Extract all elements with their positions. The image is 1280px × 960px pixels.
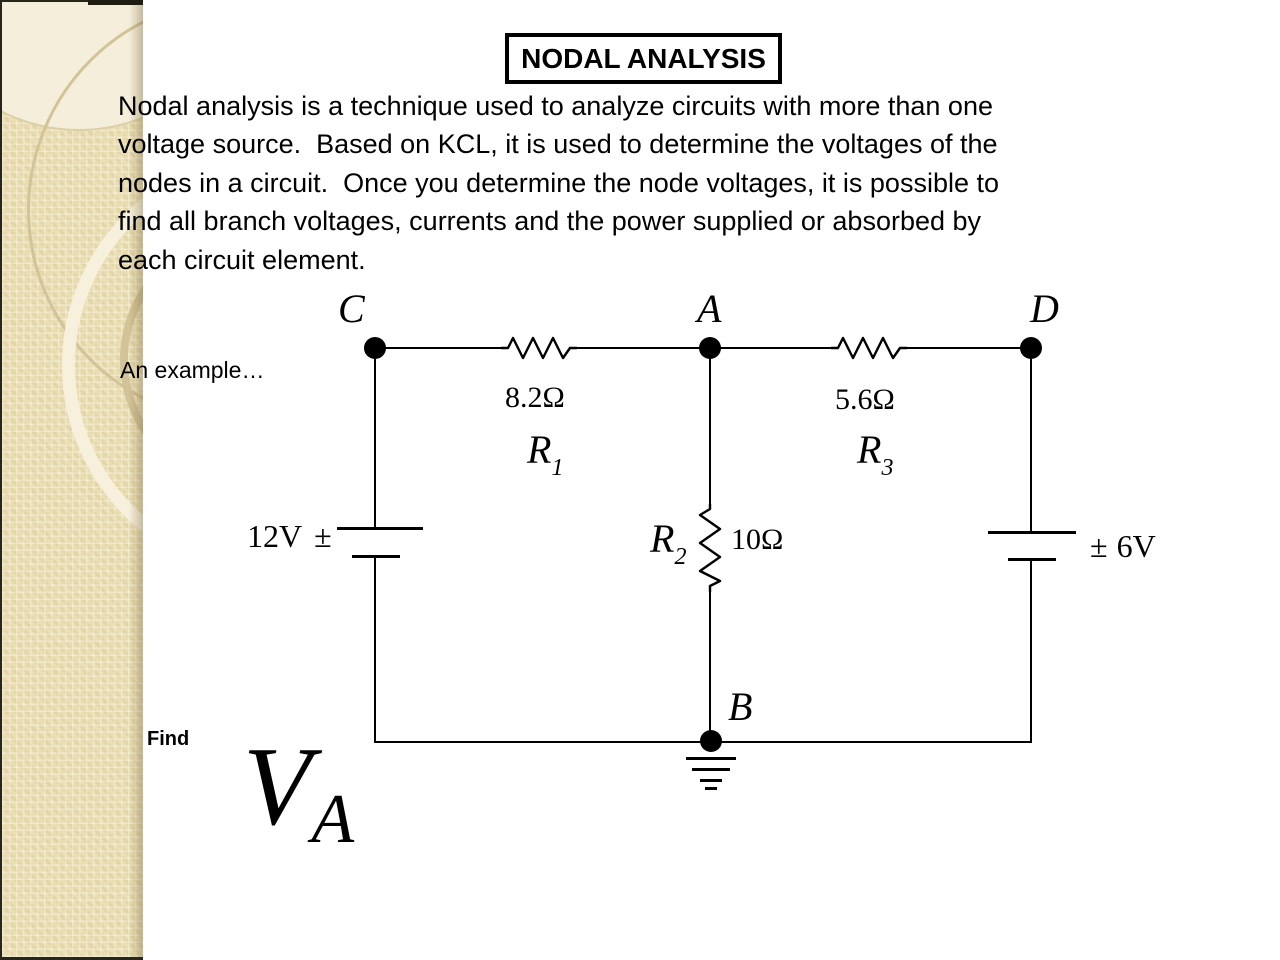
ground-bar-4 [705,787,717,790]
wire-battery6-to-bottom [1030,561,1033,742]
resistor-r3-name: R3 [857,427,894,481]
source-6v-value: 6V [1116,528,1156,564]
resistor-r2-value: 10Ω [731,523,784,556]
source-12v-label: 12V ± [247,520,332,552]
source-12v-value: 12V [247,518,303,554]
wire-r2-to-b [709,590,712,742]
resistor-r1-name: R1 [527,427,564,481]
wire-c-to-r1 [375,347,502,350]
battery-6v-short-plate-icon [1008,558,1056,561]
find-quantity: VA [243,725,354,855]
resistor-r1-icon [501,336,577,360]
page-title: NODAL ANALYSIS [521,42,766,74]
find-quantity-symbol: V [243,725,312,849]
resistor-r1-value: 8.2Ω [505,381,565,414]
wire-a-to-r2 [709,348,712,505]
source-12v-plus-minus: ± [314,518,332,554]
node-b-label: B [728,684,753,729]
source-6v-plus-minus: ± [1090,528,1108,564]
title-box: NODAL ANALYSIS [505,33,782,84]
node-c-dot [364,337,386,359]
wire-d-to-battery6 [1030,348,1033,532]
node-a-label: A [697,286,722,331]
find-label: Find [147,728,190,750]
sidebar-decoration [0,0,143,960]
ground-bar-3 [700,779,722,782]
node-d-label: D [1030,286,1059,331]
intro-paragraph: Nodal analysis is a technique used to an… [118,91,999,275]
resistor-r3-value: 5.6Ω [835,383,895,416]
source-6v-label: ±6V [1090,530,1156,562]
wire-battery12-to-bottom [374,558,377,743]
find-quantity-subscript: A [311,781,355,858]
example-label: An example… [120,357,265,383]
resistor-r3-icon [831,336,907,360]
ground-bar-2 [692,768,730,771]
node-a-dot [699,337,721,359]
wire-r3-to-d [906,347,1032,350]
node-b-dot [700,730,722,752]
node-d-dot [1020,337,1042,359]
wire-c-to-battery12 [374,348,377,528]
node-c-label: C [338,286,365,331]
top-border-accent [88,0,143,5]
resistor-r2-name: R2 [650,516,687,570]
battery-12v-short-plate-icon [352,555,400,558]
battery-12v-long-plate-icon [337,527,423,530]
battery-6v-long-plate-icon [988,531,1076,534]
ground-bar-1 [686,757,736,760]
resistor-r2-icon [698,504,722,592]
